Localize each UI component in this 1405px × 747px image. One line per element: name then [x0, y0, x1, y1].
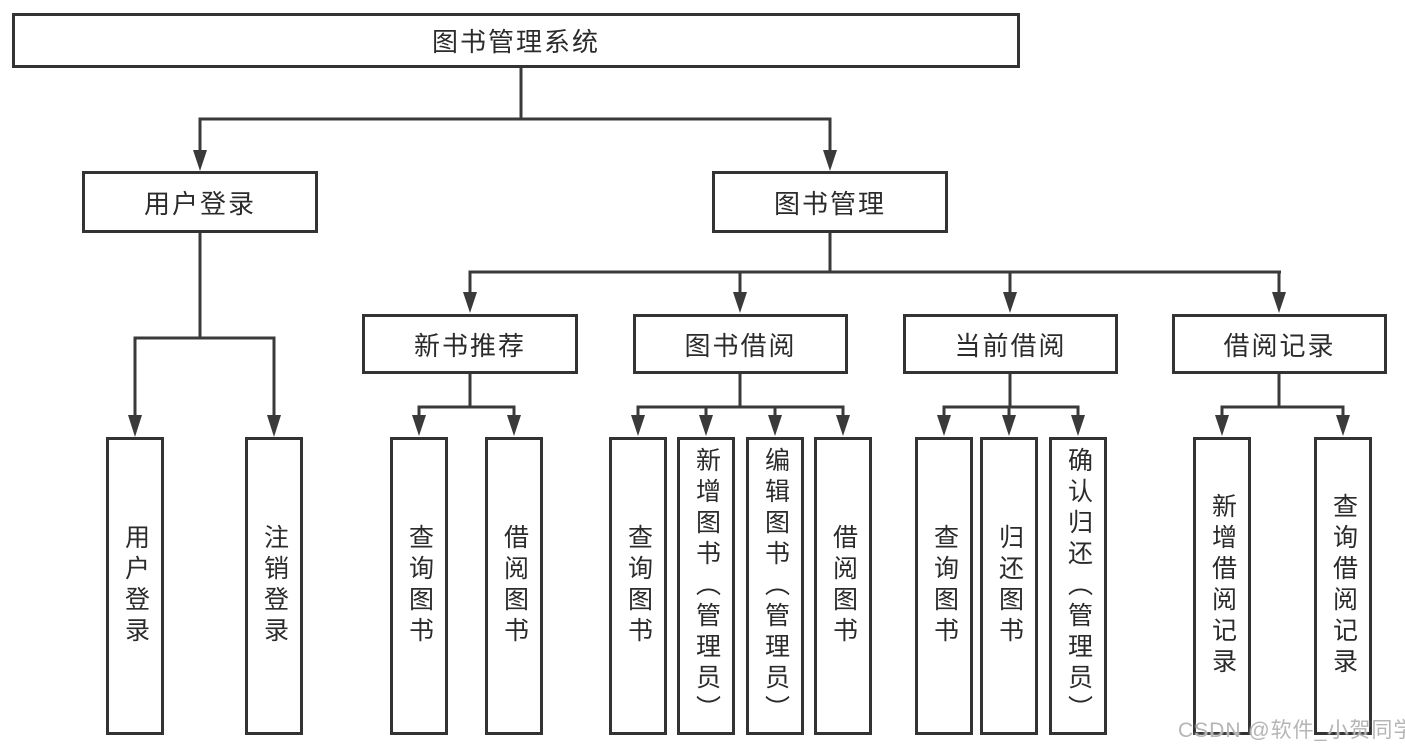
leaf-confirm-return-admin-label: 确认归还（管理员）	[1064, 446, 1093, 726]
node-borrow-records-label: 借阅记录	[1223, 330, 1336, 361]
leaf-borrow-books-recommend: 借阅图书	[485, 437, 543, 735]
node-user-login-label: 用户登录	[143, 188, 256, 219]
leaf-query-books-recommend: 查询图书	[390, 437, 448, 735]
leaf-confirm-return-admin: 确认归还（管理员）	[1049, 437, 1107, 735]
node-book-management: 图书管理	[712, 171, 948, 233]
leaf-query-books-current: 查询图书	[915, 437, 973, 735]
leaf-add-books-admin-label: 新增图书（管理员）	[692, 446, 721, 726]
node-borrow-records: 借阅记录	[1172, 314, 1387, 374]
leaf-borrow-books-recommend-label: 借阅图书	[500, 524, 529, 648]
connector-book-borrow-to-leaves	[631, 374, 850, 436]
leaf-edit-books-admin-label: 编辑图书（管理员）	[761, 446, 790, 726]
connector-book-mgmt-to-level3	[463, 233, 1286, 313]
leaf-logout-label: 注销登录	[260, 524, 289, 648]
node-book-management-label: 图书管理	[773, 188, 886, 219]
leaf-query-borrow-record-label: 查询借阅记录	[1329, 493, 1358, 679]
node-book-borrow-label: 图书借阅	[684, 330, 797, 361]
node-current-borrow-label: 当前借阅	[954, 330, 1067, 361]
connector-user-login-to-leaves	[128, 233, 281, 437]
leaf-query-books-borrow: 查询图书	[609, 437, 667, 735]
node-new-book-recommend-label: 新书推荐	[413, 330, 526, 361]
leaf-user-login-label: 用户登录	[121, 524, 150, 648]
leaf-borrow-books: 借阅图书	[814, 437, 872, 735]
leaf-query-books-borrow-label: 查询图书	[624, 524, 653, 648]
node-root-system-label: 图书管理系统	[431, 27, 600, 57]
leaf-user-login: 用户登录	[106, 437, 164, 735]
leaf-return-books: 归还图书	[980, 437, 1038, 735]
leaf-add-borrow-record: 新增借阅记录	[1193, 437, 1251, 735]
connector-root-to-level2	[193, 66, 837, 171]
node-new-book-recommend: 新书推荐	[362, 314, 578, 374]
node-user-login: 用户登录	[82, 171, 318, 233]
connector-current-borrow-to-leaves	[937, 374, 1085, 436]
node-root-system: 图书管理系统	[12, 13, 1020, 68]
csdn-watermark: CSDN @软件_小贺同学	[1178, 719, 1405, 742]
node-current-borrow: 当前借阅	[903, 314, 1118, 374]
leaf-logout: 注销登录	[245, 437, 303, 735]
leaf-borrow-books-label: 借阅图书	[829, 524, 858, 648]
connector-borrow-records-to-leaves	[1215, 374, 1350, 436]
leaf-query-books-recommend-label: 查询图书	[405, 524, 434, 648]
leaf-return-books-label: 归还图书	[995, 524, 1024, 648]
node-book-borrow: 图书借阅	[633, 314, 848, 374]
leaf-query-borrow-record: 查询借阅记录	[1314, 437, 1372, 735]
leaf-add-borrow-record-label: 新增借阅记录	[1208, 493, 1237, 679]
connector-new-book-to-leaves	[412, 374, 521, 436]
leaf-add-books-admin: 新增图书（管理员）	[677, 437, 735, 735]
leaf-query-books-current-label: 查询图书	[930, 524, 959, 648]
leaf-edit-books-admin: 编辑图书（管理员）	[746, 437, 804, 735]
